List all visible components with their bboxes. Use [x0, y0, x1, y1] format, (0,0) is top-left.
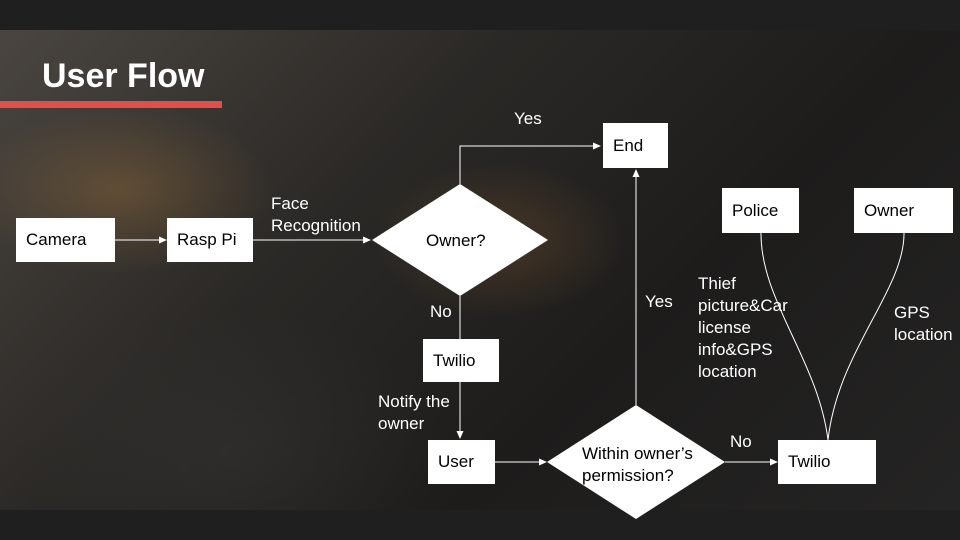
- permission-decision-diamond: [547, 405, 725, 519]
- edge-twilio-police: [760, 231, 829, 441]
- twilio-alert-node: Twilio: [778, 440, 876, 484]
- owner-node: Owner: [854, 188, 953, 233]
- rasp-pi-node-label: Rasp Pi: [177, 230, 237, 249]
- owner-no-label: No: [430, 302, 452, 321]
- slide-title: User Flow: [42, 57, 205, 95]
- permission-decision-label: Within owner’s permission?: [582, 444, 693, 485]
- twilio-alert-node-label: Twilio: [788, 452, 831, 471]
- owner-decision-diamond: [372, 184, 548, 296]
- to-owner-label: GPS location: [894, 303, 953, 344]
- edge-owner-end: [459, 142, 601, 184]
- permission-no-label: No: [730, 432, 752, 451]
- edge-twilio-owner: [827, 231, 905, 441]
- permission-yes-label: Yes: [645, 292, 673, 311]
- rasp-pi-node: Rasp Pi: [167, 218, 253, 262]
- owner-node-label: Owner: [864, 200, 915, 220]
- title-accent-bar: [0, 101, 222, 108]
- twilio-notify-node: Twilio: [423, 339, 499, 382]
- police-node: Police: [722, 188, 799, 233]
- user-node: User: [428, 440, 495, 484]
- twilio-notify-node-label: Twilio: [433, 350, 476, 370]
- to-police-label: Thief picture&Car license info&GPS locat…: [698, 274, 788, 381]
- end-node: End: [603, 123, 668, 168]
- end-node-label: End: [613, 135, 644, 155]
- notify-owner-label: Notify the owner: [378, 392, 450, 433]
- face-recognition-label: Face Recognition: [271, 194, 361, 235]
- user-node-label: User: [438, 452, 474, 471]
- camera-node-label: Camera: [26, 230, 87, 249]
- owner-yes-label: Yes: [514, 109, 542, 128]
- camera-node: Camera: [16, 218, 115, 262]
- police-node-label: Police: [732, 200, 779, 220]
- owner-decision-label: Owner?: [426, 231, 486, 250]
